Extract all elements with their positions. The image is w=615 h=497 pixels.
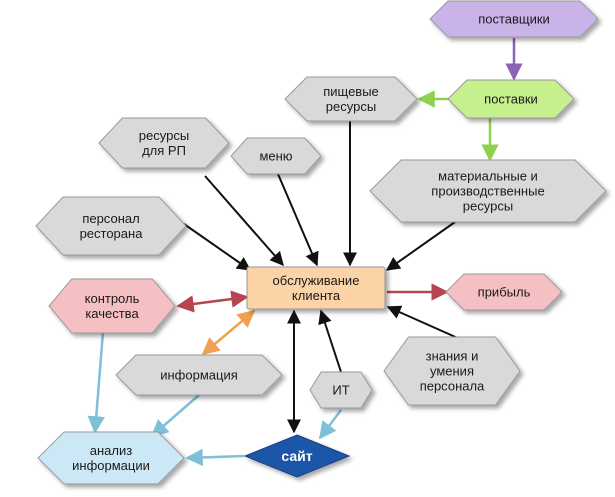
connector-arrows [87,38,523,467]
node-shape-customer-service [246,266,386,310]
node-label-information-0: информация [160,368,238,383]
node-label-staff-knowledge-2: персонала [420,379,485,394]
diagram-nodes: поставщикипоставкипищевыересурсыресурсыд… [35,0,607,485]
node-label-info-analysis-1: информации [72,458,150,473]
node-label-food-resources-0: пищевые [323,84,379,99]
node-label-quality-control-1: качества [85,306,139,321]
node-label-info-analysis-0: анализ [90,443,132,458]
node-label-staff-knowledge-1: умения [430,364,474,379]
node-shape-info-analysis [37,431,185,485]
node-label-suppliers-0: поставщики [478,12,550,27]
arrow-black-6 [183,223,252,271]
node-shape-quality-control [48,278,176,334]
node-label-staff-1: ресторана [80,226,144,241]
arrow-red-8 [176,290,249,313]
arrow-orange-10 [201,309,256,356]
node-label-material-resources-1: производственные [431,184,544,199]
node-label-quality-control-0: контроль [85,291,140,306]
node-label-website-0: сайт [281,448,312,464]
arrow-blue-14 [87,331,105,434]
node-shape-rp-resources [98,117,230,169]
node-shape-website [243,434,351,478]
node-shape-food-resources [284,76,418,122]
node-shape-profit [445,273,563,311]
node-profit: прибыль [445,273,563,311]
node-deliveries: поставки [447,79,575,119]
node-label-customer-service-0: обслуживание [273,273,360,288]
node-label-customer-service-1: клиента [292,288,341,303]
arrow-black-12 [318,309,342,373]
node-shape-staff [35,196,187,256]
arrow-black-7 [385,221,456,271]
node-shape-suppliers [429,0,599,38]
node-label-it-0: ИТ [332,383,349,398]
node-suppliers: поставщики [429,0,599,38]
node-label-material-resources-0: материальные и [438,169,538,184]
arrow-black-5 [277,173,319,267]
node-shape-material-resources [369,159,607,223]
node-label-rp-resources-1: для РП [142,143,186,158]
node-it: ИТ [309,371,373,409]
node-shape-staff-knowledge [383,336,521,406]
node-label-rp-resources-0: ресурсы [139,128,189,143]
arrow-blue-17 [318,409,342,440]
node-website: сайт [243,434,351,478]
arrow-blue-16 [185,448,245,467]
arrow-black-11 [386,305,461,340]
node-menu: меню [230,137,322,175]
node-shape-it [309,371,373,409]
arrow-black-4 [204,175,284,267]
node-shape-information [115,354,283,396]
node-label-staff-0: персонал [82,211,139,226]
node-label-material-resources-2: ресурсы [463,199,513,214]
node-label-staff-knowledge-0: знания и [426,349,479,364]
node-label-food-resources-1: ресурсы [326,99,376,114]
node-shape-deliveries [447,79,575,119]
node-label-profit-0: прибыль [478,285,531,300]
arrow-blue-15 [150,394,200,438]
node-information: информация [115,354,283,396]
node-label-deliveries-0: поставки [484,92,538,107]
node-shape-menu [230,137,322,175]
node-label-menu-0: меню [259,149,292,164]
